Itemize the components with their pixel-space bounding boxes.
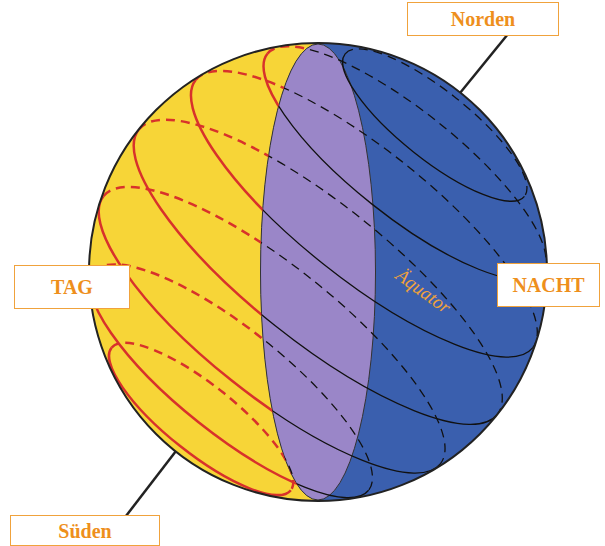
latitude-line-hidden — [345, 27, 546, 196]
latitude-line — [156, 80, 533, 398]
terminator — [261, 44, 376, 500]
latitude-line — [61, 272, 368, 532]
globe-outline — [89, 43, 547, 501]
latitude-line-hidden — [103, 146, 480, 464]
label-text: TAG — [51, 276, 93, 298]
latitude-line-hidden — [345, 27, 546, 196]
axis-line — [460, 34, 508, 93]
label-box: TAG — [14, 265, 130, 309]
latitude-line — [96, 130, 497, 469]
latitude-line — [324, 54, 525, 223]
label-box: Norden — [407, 2, 559, 36]
latitude-line-hidden — [112, 321, 313, 490]
label-text: NACHT — [512, 274, 584, 296]
latitude-line-hidden — [267, 13, 574, 273]
latitude-line-hidden — [94, 231, 401, 491]
latitude-line — [61, 272, 368, 532]
label-text: Süden — [58, 520, 111, 542]
latitude-line-hidden — [139, 76, 540, 415]
latitude-line — [90, 348, 291, 517]
label-box: Süden — [10, 515, 160, 546]
label-box: NACHT — [497, 263, 600, 307]
latitude-line — [96, 130, 497, 469]
latitude-line — [63, 196, 440, 514]
latitude-line-hidden — [94, 231, 401, 491]
latitude-line — [324, 54, 525, 223]
latitude-line-hidden — [103, 146, 480, 464]
latitude-line — [235, 54, 542, 314]
label-text: Norden — [451, 8, 515, 30]
axis-line — [126, 451, 176, 516]
latitude-line-hidden — [112, 321, 313, 490]
latitude-line — [156, 80, 533, 398]
latitude-line — [235, 54, 542, 314]
latitude-line — [63, 196, 440, 514]
latitude-line — [90, 348, 291, 517]
latitude-line-hidden — [267, 13, 574, 273]
latitude-line-hidden — [139, 76, 540, 415]
